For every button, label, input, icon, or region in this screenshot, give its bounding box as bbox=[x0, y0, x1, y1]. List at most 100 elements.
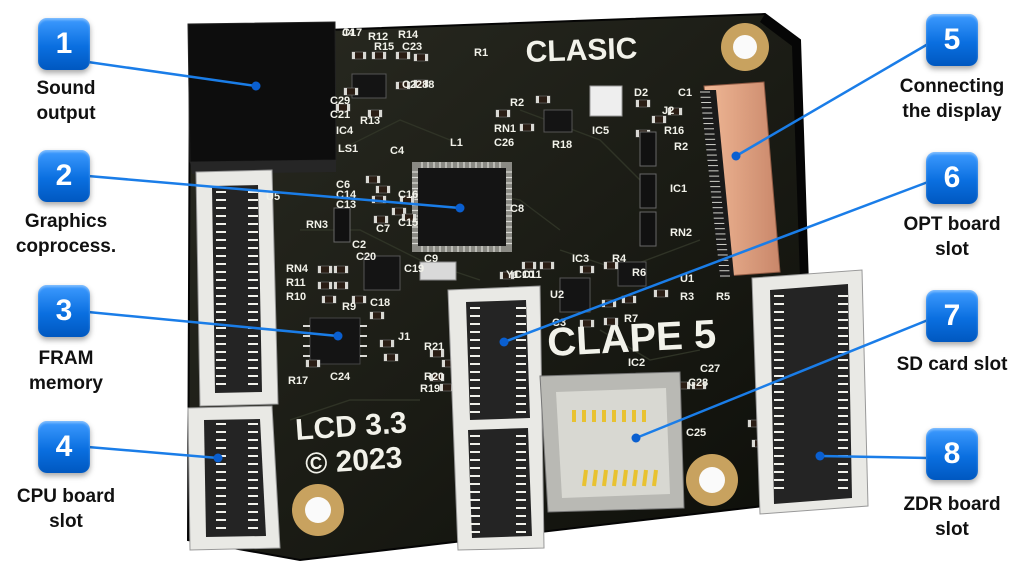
callout-badge-5: 5 bbox=[926, 14, 978, 66]
designator-label: U5 bbox=[266, 191, 280, 203]
callout-caption-8: ZDR board slot bbox=[862, 492, 1025, 542]
designator-label: J2 bbox=[662, 105, 674, 117]
brand-mid-text: CLAPE 5 bbox=[546, 312, 717, 365]
silkscreen-text: CLASIC CLAPE 5 LCD 3.3 © 2023 bbox=[294, 32, 717, 481]
passive-component bbox=[413, 53, 429, 62]
passive-component bbox=[317, 281, 333, 290]
designator-label: J1 bbox=[398, 331, 410, 343]
caption-1-line-2: output bbox=[36, 103, 96, 124]
designator-label: R7 bbox=[624, 313, 638, 325]
caption-7-line-1: SD card slot bbox=[896, 354, 1008, 375]
designator-label: R17 bbox=[288, 375, 308, 387]
designator-label: C23 bbox=[402, 41, 422, 53]
designator-label: R15 bbox=[374, 41, 394, 53]
designator-label: C4 bbox=[390, 145, 405, 157]
callout-caption-4: CPU board slot bbox=[0, 484, 156, 534]
passive-component bbox=[651, 115, 667, 124]
passive-component bbox=[691, 381, 707, 390]
designator-label: R20 bbox=[424, 371, 444, 383]
pointer-7 bbox=[635, 318, 929, 440]
brand-top-text: CLASIC bbox=[525, 32, 638, 69]
callout-badge-7: 7 bbox=[926, 290, 978, 342]
designator-label: C27 bbox=[700, 363, 720, 375]
passive-component bbox=[333, 281, 349, 290]
caption-4-line-1: CPU board bbox=[16, 486, 116, 507]
display-connector bbox=[700, 81, 781, 278]
designator-label: R6 bbox=[632, 267, 646, 279]
designator-label: R2 bbox=[674, 141, 688, 153]
designator-label: RN2 bbox=[670, 227, 692, 239]
callout-badge-8: 8 bbox=[926, 428, 978, 480]
designator-label: R14 bbox=[398, 29, 419, 41]
passive-component bbox=[579, 265, 595, 274]
designator-label: U2 bbox=[550, 289, 564, 301]
caption-8-line-2: slot bbox=[935, 519, 969, 540]
callout-badge-2: 2 bbox=[38, 150, 90, 202]
callout-caption-7: SD card slot bbox=[862, 352, 1025, 377]
designator-label: R11 bbox=[286, 277, 306, 289]
passive-component bbox=[369, 311, 385, 320]
designator-label: C16 bbox=[398, 189, 418, 201]
passive-component bbox=[535, 95, 551, 104]
caption-6-line-1: OPT board bbox=[903, 214, 1001, 235]
passive-component bbox=[495, 109, 511, 118]
pointer-4 bbox=[87, 445, 219, 460]
passive-component bbox=[579, 319, 595, 328]
passive-component bbox=[603, 261, 619, 270]
designator-label: R3 bbox=[680, 291, 694, 303]
passive-component bbox=[395, 81, 411, 90]
pointer-2 bbox=[87, 174, 461, 210]
passive-component bbox=[351, 295, 367, 304]
pointer-5 bbox=[735, 42, 929, 158]
passive-component bbox=[667, 107, 683, 116]
caption-2-line-1: Graphics bbox=[24, 211, 108, 232]
cpu-board-slot bbox=[187, 169, 281, 551]
passive-component bbox=[343, 87, 359, 96]
designator-label: U1 bbox=[680, 273, 694, 285]
designator-label: C29 bbox=[330, 95, 350, 107]
pointer-3 bbox=[87, 310, 339, 338]
callout-dots bbox=[213, 81, 825, 463]
smd-passives bbox=[305, 51, 767, 448]
resistor-network bbox=[333, 207, 351, 243]
designator-label: IC2 bbox=[628, 357, 645, 369]
caption-5-line-2: the display bbox=[902, 101, 1002, 122]
designator-label: C17 bbox=[342, 27, 362, 39]
passive-component bbox=[401, 213, 417, 222]
passive-component bbox=[603, 317, 619, 326]
passive-component bbox=[321, 295, 337, 304]
designator-label: C1 bbox=[678, 87, 692, 99]
caption-3-line-2: memory bbox=[29, 373, 103, 394]
small-ics bbox=[351, 73, 647, 313]
passive-component bbox=[653, 289, 669, 298]
designator-label: IC4 bbox=[336, 125, 354, 137]
passive-component bbox=[429, 349, 445, 358]
designator-label: C25 bbox=[686, 427, 706, 439]
designator-label: RN4 bbox=[286, 263, 309, 275]
caption-6-line-2: slot bbox=[935, 239, 969, 260]
callout-caption-1: Sound output bbox=[0, 76, 156, 126]
designator-label: C6 bbox=[336, 179, 350, 191]
passive-component bbox=[317, 265, 333, 274]
callout-caption-5: Connecting the display bbox=[862, 74, 1025, 124]
designator-label: R13 bbox=[360, 115, 380, 127]
passive-component bbox=[391, 207, 407, 216]
designator-label: C19 bbox=[404, 263, 424, 275]
passive-component bbox=[519, 123, 535, 132]
caption-5-line-1: Connecting bbox=[899, 76, 1005, 97]
designator-label: R1 bbox=[474, 47, 488, 59]
copyright-text: © 2023 bbox=[304, 441, 403, 481]
designator-label: C26 bbox=[494, 137, 514, 149]
designator-label: C10 bbox=[514, 269, 534, 281]
version-text: LCD 3.3 bbox=[294, 406, 408, 447]
passive-component bbox=[333, 265, 349, 274]
designator-label: C28 bbox=[688, 377, 708, 389]
designator-label: C11 bbox=[522, 269, 542, 281]
sd-card-slot bbox=[539, 371, 685, 513]
passive-component bbox=[365, 175, 381, 184]
callout-caption-2: Graphics coprocess. bbox=[0, 209, 156, 259]
passive-component bbox=[373, 215, 389, 224]
passive-component bbox=[395, 51, 411, 60]
